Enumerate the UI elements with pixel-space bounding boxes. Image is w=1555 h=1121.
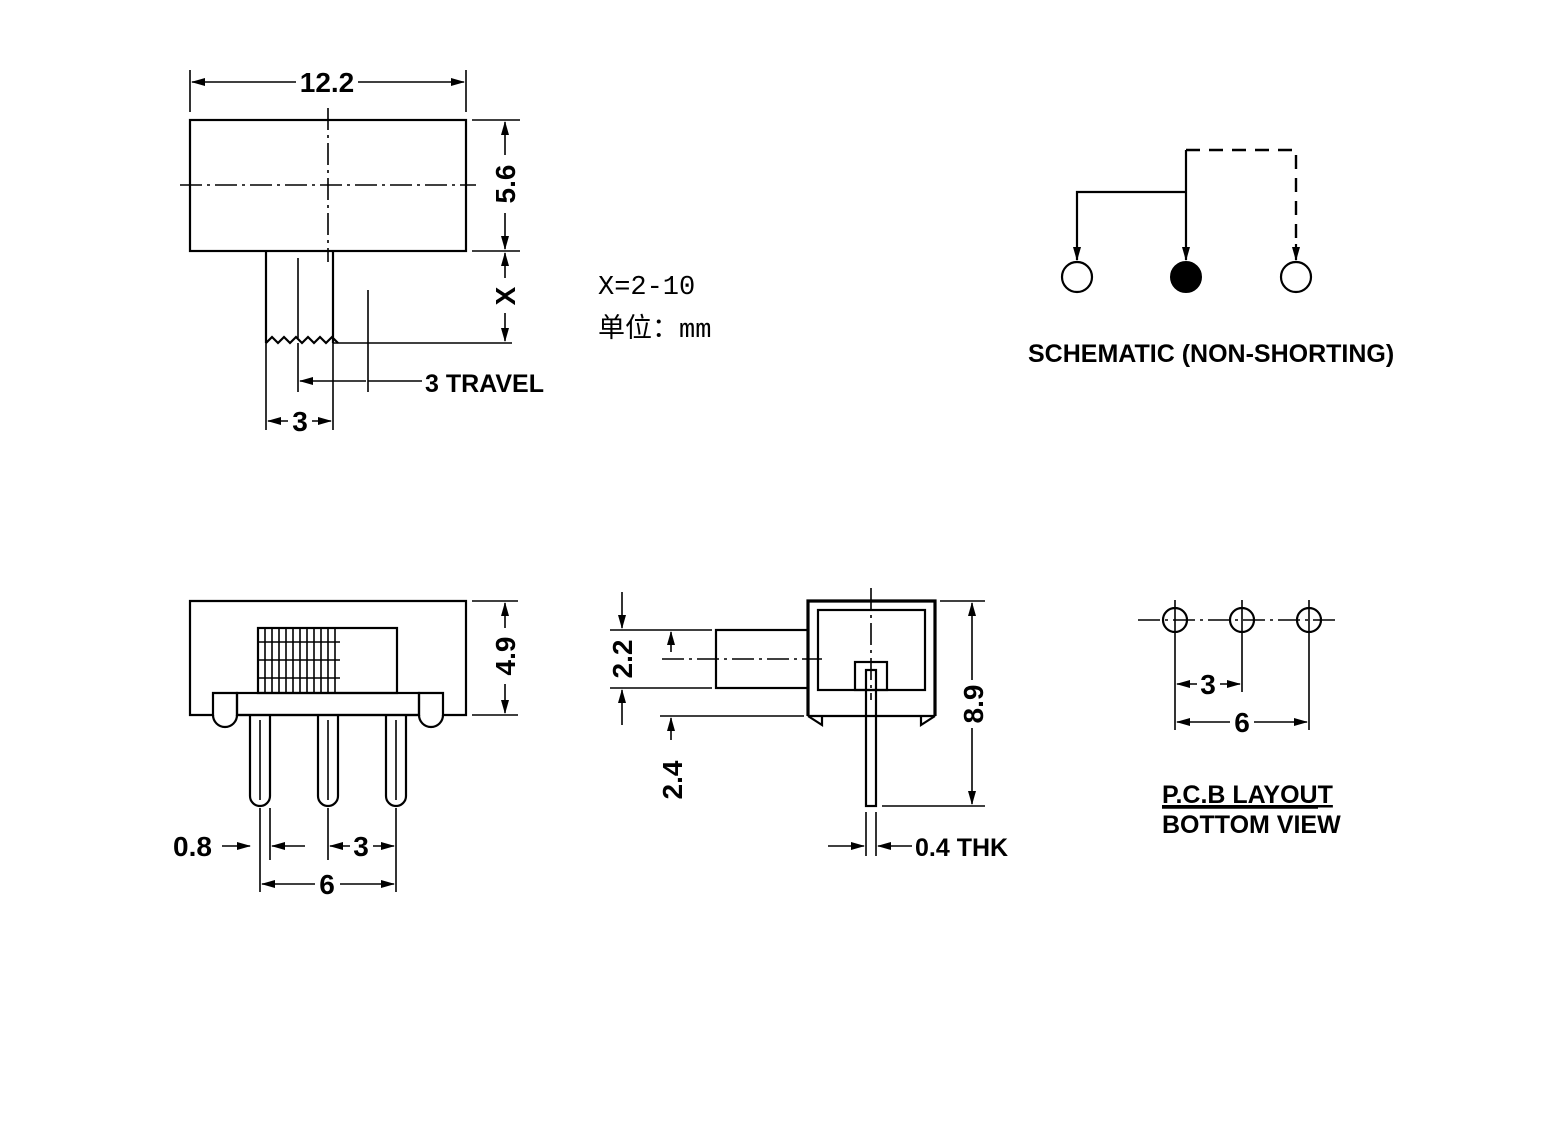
schematic: SCHEMATIC (NON-SHORTING) bbox=[1028, 148, 1394, 368]
front-view: 4.9 0.8 3 6 bbox=[173, 599, 521, 900]
side-pin-length-dim: 2.4 bbox=[657, 760, 688, 799]
top-height-dim: 5.6 bbox=[490, 165, 521, 204]
top-view: 12.2 5.6 X 3 TRAVEL 3 bbox=[180, 67, 544, 437]
travel-label: 3 TRAVEL bbox=[425, 370, 544, 398]
front-pitch-dim: 3 bbox=[353, 831, 369, 862]
top-view-actuator bbox=[264, 251, 339, 345]
side-total-height-dim: 8.9 bbox=[958, 685, 989, 724]
pin-2 bbox=[316, 715, 340, 808]
actuator-width-dim: 3 bbox=[292, 406, 308, 437]
thickness-label: 0.4 THK bbox=[915, 834, 1008, 862]
contact-left bbox=[1060, 260, 1094, 294]
pin-1 bbox=[248, 715, 272, 808]
knob-grip bbox=[258, 628, 340, 693]
contact-right bbox=[1279, 260, 1313, 294]
pcb-pitch-dim: 3 bbox=[1200, 669, 1216, 700]
side-view-pin bbox=[864, 668, 878, 808]
side-view: 2.2 2.4 8.9 0.4 THK bbox=[607, 588, 1008, 862]
top-x-dim: X bbox=[490, 286, 521, 305]
pcb-subtitle: BOTTOM VIEW bbox=[1162, 811, 1341, 839]
pcb-title: P.C.B LAYOUT bbox=[1162, 781, 1333, 809]
notes: X=2-10 单位：mm bbox=[598, 273, 711, 346]
pin-dia-dim: 0.8 bbox=[173, 831, 212, 862]
front-height-dim: 4.9 bbox=[490, 637, 521, 676]
front-span-dim: 6 bbox=[319, 869, 335, 900]
x-range-note: X=2-10 bbox=[598, 273, 695, 303]
unit-note: 单位：mm bbox=[598, 313, 711, 346]
pcb-span-dim: 6 bbox=[1234, 707, 1250, 738]
contact-common bbox=[1170, 261, 1202, 293]
pcb-layout: 3 6 P.C.B LAYOUT BOTTOM VIEW bbox=[1138, 600, 1341, 839]
pin-3 bbox=[384, 715, 408, 808]
top-width-dim: 12.2 bbox=[300, 67, 355, 98]
side-actuator-dim: 2.2 bbox=[607, 640, 638, 679]
schematic-title: SCHEMATIC (NON-SHORTING) bbox=[1028, 340, 1394, 368]
